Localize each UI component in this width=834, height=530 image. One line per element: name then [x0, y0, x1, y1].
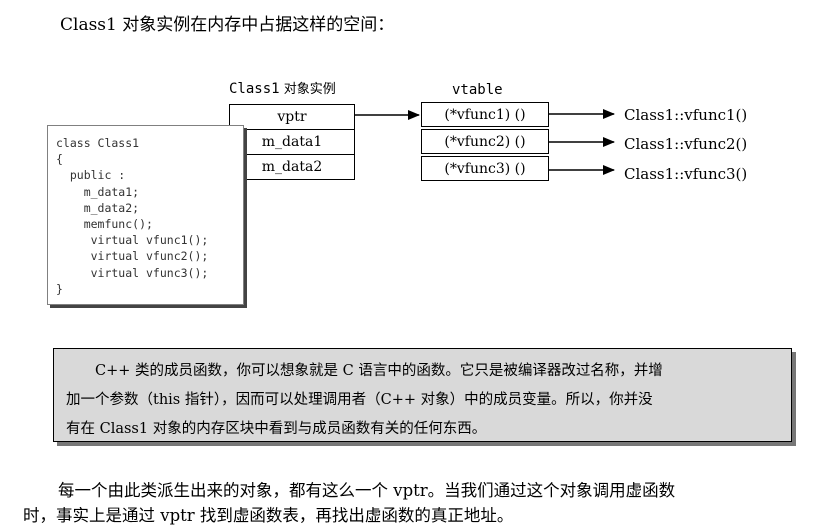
code-line: } [56, 281, 63, 296]
class-definition-box: class Class1 { public : m_data1; m_data2… [47, 125, 244, 305]
code-line: virtual vfunc1(); [56, 233, 209, 248]
instance-title-suffix: 对象实例 [279, 82, 336, 97]
target-vfunc1: Class1::vfunc1() [624, 106, 748, 124]
target-vfunc2: Class1::vfunc2() [624, 135, 748, 153]
vtable-title: vtable [452, 82, 503, 98]
code-line: m_data2; [56, 200, 140, 215]
vtable-entry-2: (*vfunc2) () [421, 129, 549, 154]
vtable-entry-3: (*vfunc3) () [421, 156, 549, 181]
outro-line: 每一个由此类派生出来的对象，都有这么一个 vptr。当我们通过这个对象调用虚函数 [58, 481, 676, 500]
note-box: C++ 类的成员函数，你可以想象就是 C 语言中的函数。它只是被编译器改过名称，… [53, 348, 792, 442]
code-line: public : [56, 168, 126, 183]
note-line: 加一个参数（this 指针），因而可以处理调用者（C++ 对象）中的成员变量。所… [66, 392, 653, 408]
intro-text: Class1 对象实例在内存中占据这样的空间： [60, 15, 395, 35]
vtable-entry-1: (*vfunc1) () [421, 102, 549, 127]
outro-paragraph: 每一个由此类派生出来的对象，都有这么一个 vptr。当我们通过这个对象调用虚函数… [23, 478, 823, 528]
note-line: C++ 类的成员函数，你可以想象就是 C 语言中的函数。它只是被编译器改过名称，… [95, 363, 663, 379]
code-line: m_data1; [56, 184, 140, 199]
instance-cell-m-data1: m_data1 [229, 129, 355, 155]
note-line: 有在 Class1 对象的内存区块中看到与成员函数有关的任何东西。 [66, 421, 487, 437]
code-line: memfunc(); [56, 217, 153, 232]
instance-cell-m-data2: m_data2 [229, 154, 355, 180]
code-line: virtual vfunc3(); [56, 265, 209, 280]
code-line: class Class1 [56, 136, 140, 150]
target-vfunc3: Class1::vfunc3() [624, 165, 748, 183]
instance-title-class: Class1 [229, 81, 280, 97]
code-line: virtual vfunc2(); [56, 249, 209, 264]
instance-title: Class1 对象实例 [229, 78, 336, 97]
code-line: { [56, 152, 63, 167]
outro-line: 时，事实上是通过 vptr 找到虚函数表，再找出虚函数的真正地址。 [23, 506, 514, 525]
instance-cell-vptr: vptr [229, 104, 355, 130]
